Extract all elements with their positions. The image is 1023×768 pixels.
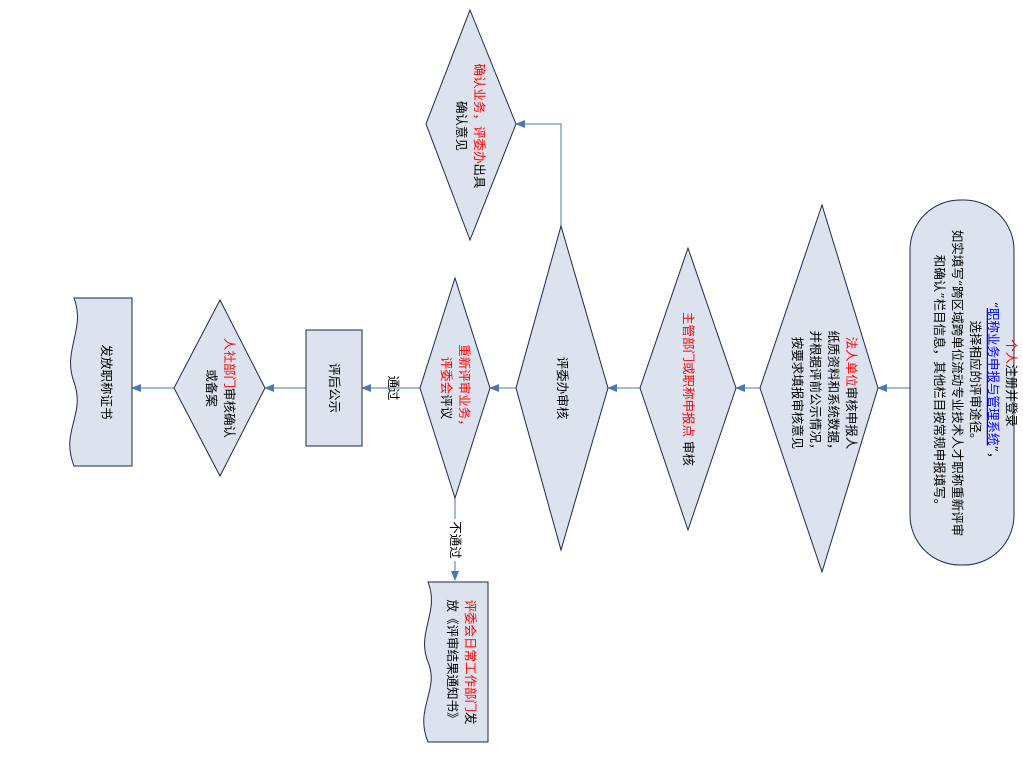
publicity-label: 评后公示 xyxy=(327,363,342,413)
shapes xyxy=(69,8,1015,743)
office-review-diamond xyxy=(515,224,609,552)
employer-line-3: 并根据评前公示情况， xyxy=(808,330,823,455)
office-review-text: 评委办审核 xyxy=(555,357,570,420)
start-line-2-open: “ xyxy=(986,302,1001,308)
employer-review-text: 法人单位审核申报人 纸质资料和系统数据， 并根据评前公示情况， 按要求填报审核意… xyxy=(790,330,859,455)
notice-line-1: 评委会日常工作部门发 xyxy=(463,599,478,725)
reevaluate-line-2-red: 评委会 xyxy=(439,357,454,395)
confirm-business-diamond xyxy=(425,8,517,242)
confirm-line-1: 确认业务，评委办出具 xyxy=(472,63,487,189)
notice-document xyxy=(423,581,489,743)
authority-review-text: 主管部门或职称申报点 审核 xyxy=(681,312,696,466)
office-label: 评委办审核 xyxy=(555,357,570,420)
notice-line-1-red: 评委会日常工作部门 xyxy=(463,599,478,712)
hrss-line-1: 人社部门审核确认 xyxy=(222,338,237,439)
authority-label: 主管部门或职称申报点 审核 xyxy=(681,312,696,466)
reevaluate-text: 重新评审业务， 评委会评议 xyxy=(439,344,472,432)
confirm-line-2: 确认意见 xyxy=(454,101,469,151)
employer-line-2: 纸质资料和系统数据， xyxy=(826,330,841,455)
start-line-3: 选择相应的评审途径。 xyxy=(968,320,983,445)
employer-line-1-red: 法人单位 xyxy=(844,337,859,387)
start-line-2-close: ”， xyxy=(986,446,1001,465)
authority-label-rest: 审核 xyxy=(681,437,696,466)
start-node xyxy=(909,199,1015,566)
reevaluate-line-1-red: 重新评审业务， xyxy=(457,344,472,432)
reevaluate-line-2: 评委会评议 xyxy=(439,357,454,420)
start-line-2: “职称业务申报与管理系统”， xyxy=(986,302,1001,465)
notice-text: 评委会日常工作部门发 放《评审结果通知书》 xyxy=(445,599,478,725)
certificate-label: 发放职称证书 xyxy=(99,344,114,419)
post-publicity-box xyxy=(305,329,363,447)
issue-certificate-document xyxy=(69,297,133,467)
edge-label-pass: 通过 xyxy=(386,375,401,401)
hrss-line-1-red: 人社部门 xyxy=(222,338,237,388)
pass-label: 通过 xyxy=(386,375,401,401)
hrss-confirm-diamond xyxy=(173,298,266,478)
start-line-1-red: 个人 xyxy=(1004,339,1019,365)
start-line-1: 个人注册并登录 xyxy=(1004,339,1019,427)
start-line-5: 和确认”栏目信息，其他栏目按常规申报填写。 xyxy=(932,255,947,511)
fail-label-bg xyxy=(447,519,463,561)
hrss-line-2: 或备案 xyxy=(204,369,219,407)
start-line-4: 如实填写“跨区域跨单位流动专业技术人才职称重新评审 xyxy=(950,230,965,536)
reevaluate-diamond xyxy=(419,276,491,500)
system-link[interactable]: 职称业务申报与管理系统 xyxy=(986,308,1001,446)
notice-line-2: 放《评审结果通知书》 xyxy=(445,599,460,724)
employer-line-1: 法人单位审核申报人 xyxy=(844,337,859,450)
confirm-line-1-red: 确认业务，评委办 xyxy=(472,63,487,163)
confirm-business-text: 确认业务，评委办出具 确认意见 xyxy=(454,63,487,189)
hrss-line-1-rest: 审核确认 xyxy=(222,388,237,439)
hrss-confirm-text: 人社部门审核确认 或备案 xyxy=(204,338,237,439)
issue-certificate-text: 发放职称证书 xyxy=(99,344,114,419)
reevaluate-line-1: 重新评审业务， xyxy=(457,344,472,432)
edge-label-fail: 不通过 xyxy=(447,519,463,561)
authority-label-red: 主管部门或职称申报点 xyxy=(681,312,696,437)
post-publicity-text: 评后公示 xyxy=(327,363,342,413)
start-line-1-rest: 注册并登录 xyxy=(1004,364,1019,427)
reevaluate-line-2-rest: 评议 xyxy=(439,394,454,420)
authority-review-diamond xyxy=(639,246,737,532)
employer-review-diamond xyxy=(759,203,879,574)
confirm-line-1-rest: 出具 xyxy=(472,164,487,190)
start-node-text: 个人注册并登录 “职称业务申报与管理系统”， 选择相应的评审途径。 如实填写“跨… xyxy=(932,230,1019,536)
employer-line-1-rest: 审核申报人 xyxy=(844,387,859,450)
employer-line-4: 按要求填报审核意见 xyxy=(790,337,805,450)
fail-label: 不通过 xyxy=(448,521,463,559)
edge-office-to-confirm xyxy=(515,120,562,226)
notice-line-1-rest: 发 xyxy=(463,712,478,725)
